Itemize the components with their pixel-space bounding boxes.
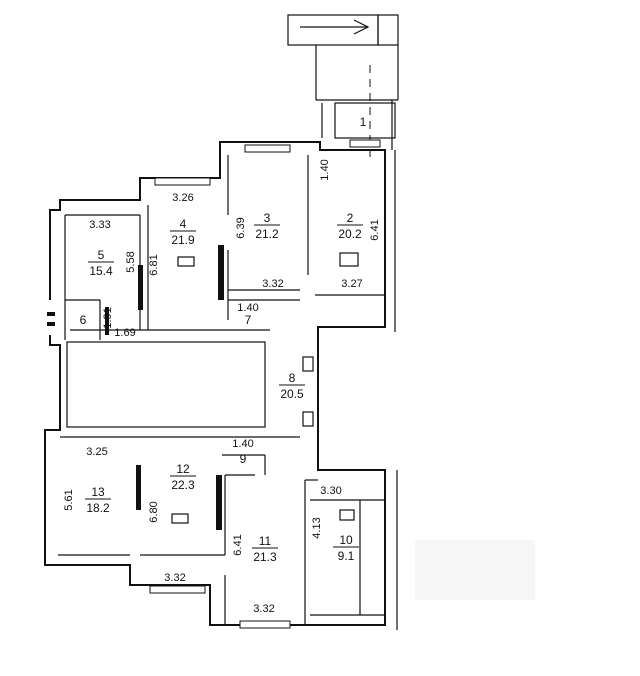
room-11-area: 21.3 [253, 550, 277, 564]
windows [149, 139, 381, 629]
room-12-area: 22.3 [171, 478, 195, 492]
room-5-number: 5 [98, 248, 105, 262]
room-12-number: 12 [176, 462, 190, 476]
dim-room3-width: 3.32 [262, 278, 283, 290]
room-3-number: 3 [264, 211, 271, 225]
dim-room5-width: 3.33 [89, 219, 110, 231]
dim-room3-length: 6.39 [235, 217, 247, 238]
room-labels: 1 2 20.2 3 21.2 4 21.9 5 15.4 6 7 8 20.5… [80, 115, 367, 564]
room-4-number: 4 [180, 217, 187, 231]
watermark [415, 540, 535, 600]
room-1-number: 1 [360, 115, 367, 129]
dim-room4-width: 3.26 [172, 192, 193, 204]
room-10-area: 9.1 [338, 549, 355, 563]
dim-room13-length: 5.61 [63, 489, 75, 510]
room-10-number: 10 [339, 533, 353, 547]
room-5-area: 15.4 [89, 264, 113, 278]
dim-room4-length: 6.81 [148, 254, 160, 275]
interior-walls [58, 155, 385, 625]
dim-room9-width: 1.40 [232, 438, 253, 450]
dim-room10-width: 3.30 [320, 485, 341, 497]
dim-room11-width: 3.32 [253, 603, 274, 615]
room-3-area: 21.2 [255, 227, 279, 241]
dim-room12-length: 6.80 [148, 501, 160, 522]
dim-room12-width: 3.32 [164, 572, 185, 584]
dim-room6-length: 1.91 [102, 307, 114, 328]
outer-walls [44, 100, 398, 630]
dim-corridor-width: 1.69 [114, 327, 135, 339]
dim-room2-width: 3.27 [341, 278, 362, 290]
dim-room2-length: 6.41 [369, 219, 381, 240]
room-4-area: 21.9 [171, 233, 195, 247]
room-9-number: 9 [240, 452, 247, 466]
room-2-number: 2 [347, 211, 354, 225]
dim-room10-length: 4.13 [311, 517, 323, 538]
dim-room7-width: 1.40 [237, 302, 258, 314]
partitions [47, 245, 224, 530]
room-8-number: 8 [289, 371, 296, 385]
room-11-number: 11 [259, 534, 272, 548]
room-6-number: 6 [80, 313, 87, 327]
dim-room5-length: 5.58 [125, 251, 137, 272]
room-8-area: 20.5 [280, 387, 304, 401]
dim-room13-width: 3.25 [86, 446, 107, 458]
room-7-number: 7 [245, 313, 252, 327]
dim-room2-niche: 1.40 [319, 159, 331, 180]
room-2-area: 20.2 [338, 227, 362, 241]
room-13-number: 13 [91, 485, 105, 499]
dimension-labels: 3.26 3.33 6.39 1.40 6.41 5.58 6.81 3.32 … [63, 159, 381, 615]
room-13-area: 18.2 [86, 501, 110, 515]
fixtures [171, 252, 359, 524]
entrance-stairs [287, 14, 399, 160]
dim-room11-length: 6.41 [232, 534, 244, 555]
